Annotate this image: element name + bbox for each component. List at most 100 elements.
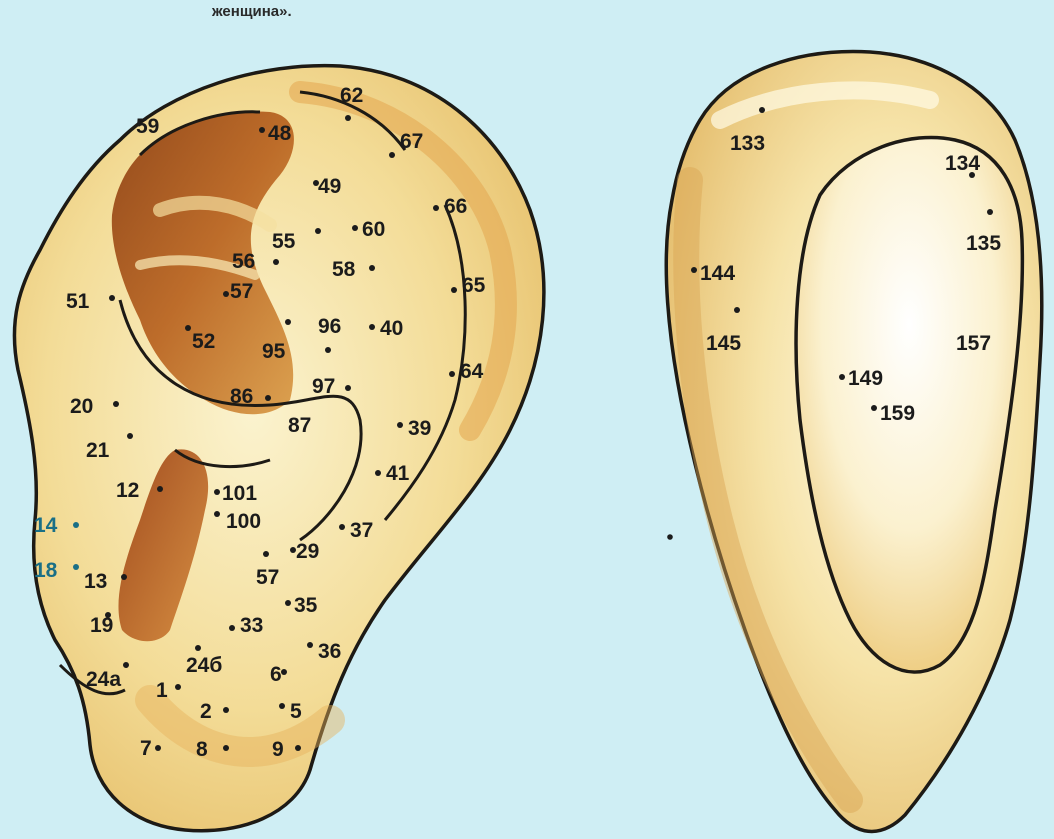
point-label: 57	[230, 280, 253, 303]
point-label: 24б	[186, 654, 222, 677]
point-label: 55	[272, 230, 296, 253]
point-19: 19	[90, 612, 113, 637]
point-dot	[389, 152, 395, 158]
point-label: 51	[66, 290, 90, 313]
point-label: 144	[700, 262, 735, 285]
point-label: 62	[340, 84, 363, 107]
point-label: 65	[462, 274, 486, 297]
point-dot	[433, 205, 439, 211]
point-dot	[155, 745, 161, 751]
point-dot	[839, 374, 845, 380]
point-label: 58	[332, 258, 356, 281]
point-label: 36	[318, 640, 341, 663]
point-label: 39	[408, 417, 431, 440]
point-87: 87	[288, 414, 311, 437]
point-label: 135	[966, 232, 1001, 255]
point-dot	[157, 486, 163, 492]
point-dot	[273, 259, 279, 265]
point-dot	[73, 564, 79, 570]
point-label: 20	[70, 395, 93, 418]
point-label: 7	[140, 737, 152, 760]
point-dot	[397, 422, 403, 428]
point-dot	[325, 347, 331, 353]
point-dot	[375, 470, 381, 476]
point-157: 157	[956, 332, 991, 355]
point-49: 49	[313, 175, 341, 198]
point-label: 48	[268, 122, 292, 145]
point-dot	[339, 524, 345, 530]
point-label: 35	[294, 594, 318, 617]
point-dot	[223, 707, 229, 713]
point-dot	[175, 684, 181, 690]
point-dot	[345, 385, 351, 391]
point-dot	[449, 371, 455, 377]
stray-dot	[667, 534, 673, 540]
point-59: 59	[136, 115, 159, 138]
point-label: 12	[116, 479, 139, 502]
point-label: 101	[222, 482, 257, 505]
point-label: 57	[256, 566, 279, 589]
point-label: 86	[230, 385, 253, 408]
point-dot	[871, 405, 877, 411]
caption-text: женщина».	[211, 3, 292, 20]
point-label: 67	[400, 130, 423, 153]
point-label: 159	[880, 402, 915, 425]
point-label: 96	[318, 315, 341, 338]
point-dot	[369, 265, 375, 271]
point-label: 2	[200, 700, 212, 723]
point-dot	[214, 489, 220, 495]
point-label: 59	[136, 115, 159, 138]
point-dot	[759, 107, 765, 113]
point-dot	[734, 307, 740, 313]
point-dot	[451, 287, 457, 293]
point-label: 6	[270, 663, 282, 686]
point-dot	[113, 401, 119, 407]
point-dot	[987, 209, 993, 215]
point-label: 97	[312, 375, 335, 398]
point-dot	[285, 319, 291, 325]
point-label: 14	[34, 514, 58, 537]
point-label: 145	[706, 332, 741, 355]
point-label: 87	[288, 414, 311, 437]
point-label: 49	[318, 175, 341, 198]
point-label: 13	[84, 570, 107, 593]
point-dot	[195, 645, 201, 651]
point-label: 56	[232, 250, 255, 273]
point-label: 18	[34, 559, 58, 582]
point-dot	[315, 228, 321, 234]
point-label: 21	[86, 439, 110, 462]
point-dot	[281, 669, 287, 675]
point-dot	[345, 115, 351, 121]
point-dot	[229, 625, 235, 631]
point-label: 5	[290, 700, 302, 723]
point-dot	[214, 511, 220, 517]
point-dot	[109, 295, 115, 301]
point-label: 1	[156, 679, 168, 702]
point-label: 66	[444, 195, 467, 218]
point-label: 60	[362, 218, 385, 241]
point-dot	[223, 745, 229, 751]
point-134: 134	[945, 152, 980, 178]
point-dot	[307, 642, 313, 648]
point-label: 134	[945, 152, 980, 175]
point-label: 29	[296, 540, 319, 563]
point-label: 37	[350, 519, 373, 542]
point-label: 41	[386, 462, 410, 485]
point-dot	[123, 662, 129, 668]
point-dot	[279, 703, 285, 709]
point-dot	[259, 127, 265, 133]
point-dot	[265, 395, 271, 401]
point-label: 24а	[86, 668, 121, 691]
point-label: 64	[460, 360, 484, 383]
point-label: 40	[380, 317, 403, 340]
point-label: 100	[226, 510, 261, 533]
point-dot	[223, 291, 229, 297]
point-dot	[73, 522, 79, 528]
point-label: 133	[730, 132, 765, 155]
point-dot	[691, 267, 697, 273]
point-dot	[185, 325, 191, 331]
point-label: 52	[192, 330, 215, 353]
point-dot	[263, 551, 269, 557]
